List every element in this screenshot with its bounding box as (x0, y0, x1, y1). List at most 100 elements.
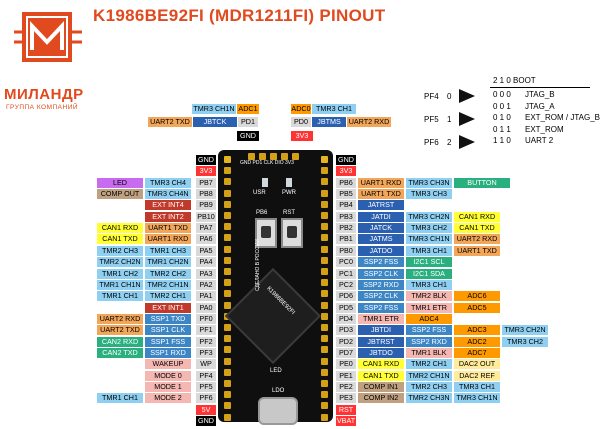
header-pin (224, 346, 231, 354)
right-func-label: CAN1 TXD (454, 223, 500, 233)
boot-header: 2 1 0 BOOT (493, 76, 536, 85)
right-pin-pe0: PE0 (336, 359, 356, 369)
left-pin-pb9: PB9 (196, 200, 216, 210)
left-pin-pa1: PA1 (196, 291, 216, 301)
usr-label: USR (253, 190, 266, 196)
left-pin-pf6: PF6 (196, 393, 216, 403)
left-pin-pf3: PF3 (196, 348, 216, 358)
left-func-label: TMR1 CH1N (97, 280, 143, 290)
header-pin (224, 368, 231, 376)
left-pin-pa7: PA7 (196, 223, 216, 233)
right-func-label: SSP2 CLK (358, 269, 404, 279)
top-left-pin: GND (237, 131, 259, 141)
left-pin-pf1: PF1 (196, 325, 216, 335)
header-pin (321, 279, 328, 287)
header-pin (321, 223, 328, 231)
right-func-label: JBTRST (358, 337, 404, 347)
boot-code: 0 0 1 (493, 101, 511, 111)
right-pin-3v3: 3V3 (336, 166, 356, 176)
led-label: LED (270, 368, 282, 374)
right-func-label: JBTDO (358, 348, 404, 358)
right-pin-pd5: PD5 (336, 303, 356, 313)
right-func-label: JATRST (358, 200, 404, 210)
right-func-label: UART1 TXD (358, 189, 404, 199)
boot-pin: PF6 (424, 138, 439, 147)
right-func-label: I2C1 SCL (406, 257, 452, 267)
right-func-label: TMR3 CH1 (454, 382, 500, 392)
left-func-label: WAKEUP (145, 359, 191, 369)
header-pin (224, 167, 231, 175)
header-pin (224, 402, 231, 410)
right-func-label: SSP2 FSS (406, 325, 452, 335)
header-pin (321, 312, 328, 320)
header-pin (321, 167, 328, 175)
left-func-label: TMR2 CH1 (145, 291, 191, 301)
right-func-label: TMR3 CH3N (406, 178, 452, 188)
header-pin (321, 189, 328, 197)
boot-mode: JTAG_B (525, 90, 555, 99)
left-func-label: MODE 2 (145, 393, 191, 403)
left-func-label: UART2 RXD (97, 314, 143, 324)
left-func-label: TMR1 CH2N (145, 257, 191, 267)
right-func-label: JATDO (358, 246, 404, 256)
rst-label: RST (283, 210, 295, 216)
left-func-label: MODE 0 (145, 371, 191, 381)
pwr-label: PWR (282, 190, 296, 196)
left-func-label: SSP1 RXD (145, 348, 191, 358)
header-pin (321, 245, 328, 253)
right-func-label: TMR2 CH3 (406, 382, 452, 392)
right-func-label: SSP2 FSS (358, 303, 404, 313)
left-func-label: CAN2 RXD (97, 337, 143, 347)
right-pin-pc1: PC1 (336, 269, 356, 279)
right-func-label: ADC2 (454, 337, 500, 347)
header-pin (224, 357, 231, 365)
right-func-label: UART2 RXD (454, 234, 500, 244)
top-left-pin: PD1 (238, 117, 258, 127)
left-func-label: TMR3 CH4 (145, 178, 191, 188)
header-pin (321, 268, 328, 275)
right-func-label: TMR2 BLK (406, 291, 452, 301)
right-pin-pb6: PB6 (336, 178, 356, 188)
header-pin (321, 290, 328, 298)
right-pin-pd2: PD2 (336, 337, 356, 347)
rst-button[interactable] (281, 218, 303, 248)
right-pin-pe2: PE2 (336, 382, 356, 392)
header-pin (321, 301, 328, 309)
header-pin (224, 335, 231, 343)
right-pin-pd3: PD3 (336, 325, 356, 335)
right-func-label: JATDI (358, 212, 404, 222)
right-pin-pc0: PC0 (336, 257, 356, 267)
left-func-label: TMR1 CH3 (145, 246, 191, 256)
header-pin (224, 324, 231, 331)
left-func-label: UART2 TXD (97, 325, 143, 335)
top-right-func: TMR3 CH1 (312, 104, 356, 114)
right-func-label: TMR3 CH2N (502, 325, 548, 335)
boot-arrow-icon (459, 112, 475, 126)
right-pin-pe1: PE1 (336, 371, 356, 381)
boot-arrow-icon (459, 135, 475, 149)
left-pin-pa2: PA2 (196, 280, 216, 290)
left-func-label: TMR2 CH2N (97, 257, 143, 267)
milandr-logo (14, 12, 82, 62)
header-pin (224, 178, 231, 186)
left-pin-gnd: GND (196, 416, 216, 426)
pb6-button[interactable] (255, 218, 277, 248)
left-func-label: EXT INT2 (145, 212, 191, 222)
header-pin (224, 234, 231, 242)
right-pin-pb5: PB5 (336, 189, 356, 199)
left-pin-pf2: PF2 (196, 337, 216, 347)
boot-header-rule (490, 87, 590, 88)
left-func-label: EXT INT1 (145, 303, 191, 313)
header-pin (224, 391, 231, 399)
right-func-label: TMR1 ETR (358, 314, 404, 324)
left-func-label: MODE 1 (145, 382, 191, 392)
pb6-label: PB6 (256, 210, 268, 216)
left-func-label: SSP1 CLK (145, 325, 191, 335)
left-func-label: TMR3 CH4N (145, 189, 191, 199)
left-func-label: SSP1 FSS (145, 337, 191, 347)
right-func-label: TMR2 CH3N (406, 393, 452, 403)
right-func-label: TMR2 CH1N (406, 371, 452, 381)
header-pin (224, 189, 231, 197)
swd-header-pin (270, 153, 277, 160)
header-pin (224, 380, 231, 387)
